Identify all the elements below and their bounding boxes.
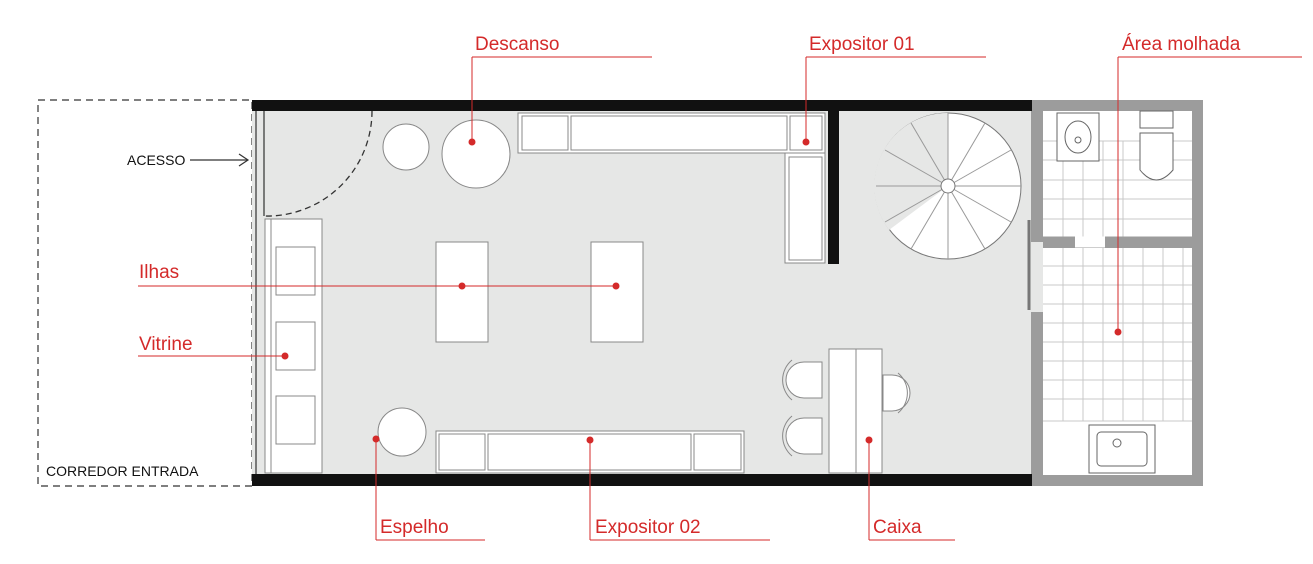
label-vitrine: Vitrine (139, 334, 193, 355)
mirror-stool (377, 407, 427, 457)
island-2 (590, 241, 644, 343)
label-descanso: Descanso (475, 34, 560, 55)
access-arrow-head (238, 153, 250, 167)
callout-ilhas: Ilhas (138, 262, 620, 290)
access-label: ACESSO (127, 152, 185, 168)
label-area-molhada: Área molhada (1122, 34, 1241, 55)
stair-partition-wall (828, 111, 839, 264)
label-caixa: Caixa (873, 517, 922, 538)
service-sink (1088, 424, 1156, 474)
island-1 (435, 241, 489, 343)
rest-small-table (382, 123, 430, 171)
callout-caixa: Caixa (865, 436, 955, 541)
corridor-label: CORREDOR ENTRADA (46, 463, 199, 479)
bottom-wall (252, 474, 1032, 486)
cashier-counter (828, 348, 883, 474)
callout-vitrine: Vitrine (138, 334, 289, 360)
toilet (1139, 110, 1174, 181)
expositor-01-unit (517, 112, 826, 264)
spiral-staircase (874, 112, 1022, 260)
label-ilhas: Ilhas (139, 262, 179, 283)
wash-basin-top (1056, 112, 1100, 162)
cashier-chairs (782, 359, 911, 457)
callout-expositor-02: Expositor 02 (586, 436, 770, 541)
vitrine-unit (264, 218, 323, 474)
callout-espelho: Espelho (372, 435, 485, 541)
callout-expositor-01: Expositor 01 (802, 34, 986, 146)
rest-large-table (441, 119, 511, 189)
callout-area-molhada: Área molhada (1114, 34, 1302, 336)
entrance-door-swing (263, 110, 373, 217)
top-wall (252, 100, 1032, 111)
callout-descanso: Descanso (468, 34, 652, 146)
label-expositor-01: Expositor 01 (809, 34, 915, 55)
label-espelho: Espelho (380, 517, 449, 538)
label-expositor-02: Expositor 02 (595, 517, 701, 538)
wet-area-door-opening (1031, 242, 1043, 312)
